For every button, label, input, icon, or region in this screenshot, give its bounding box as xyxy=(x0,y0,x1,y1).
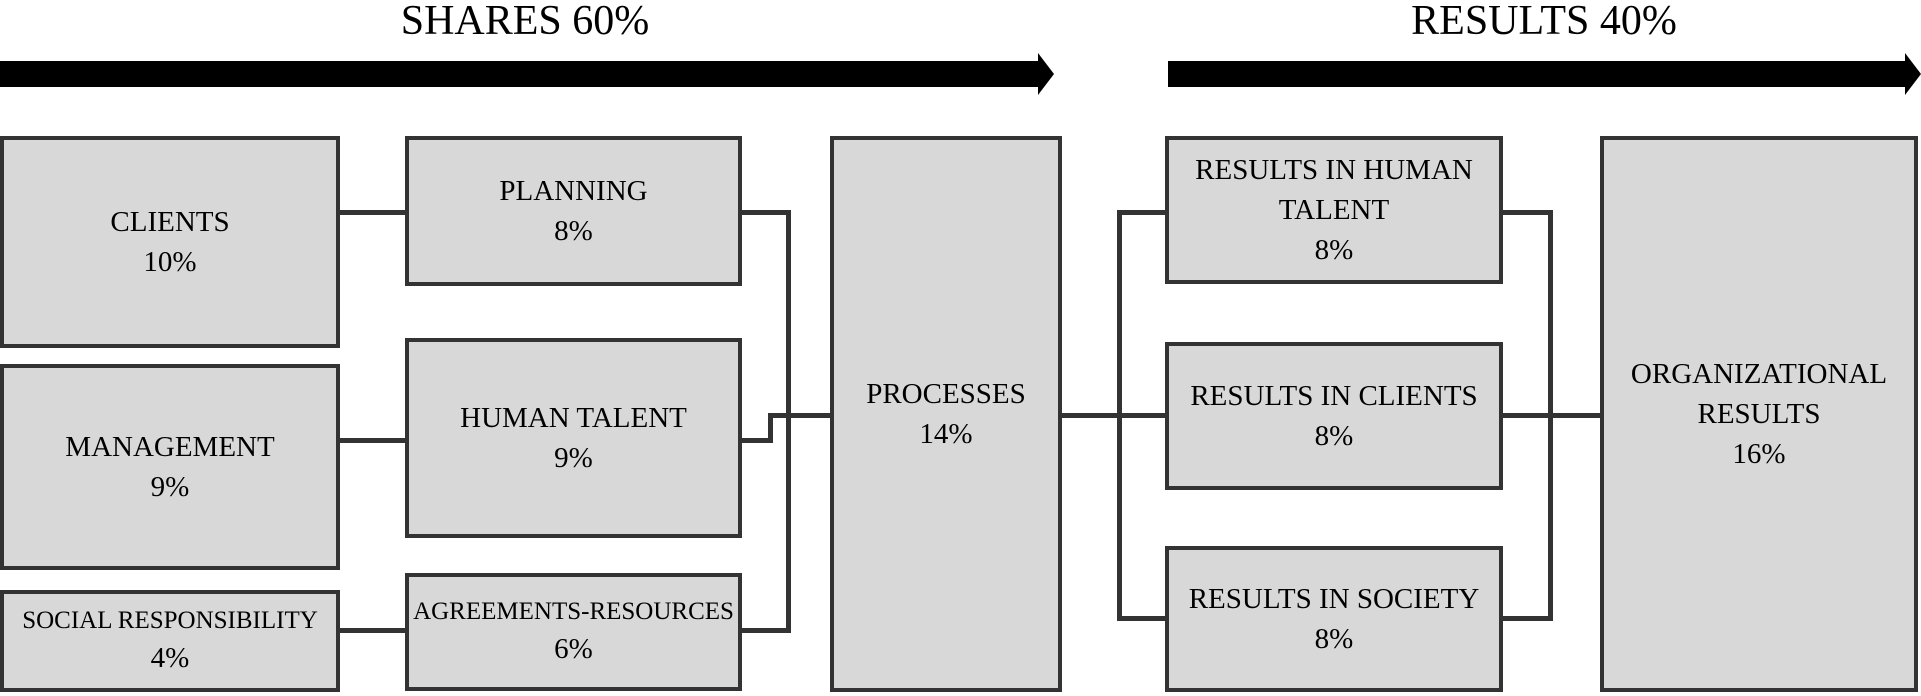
results-arrow-head-icon xyxy=(1905,53,1921,95)
connector-human-talent-step-vertical xyxy=(768,413,773,443)
connector-planning-to-bus xyxy=(740,210,791,215)
box-clients-label: CLIENTS xyxy=(110,205,230,238)
box-planning-percentage: 8% xyxy=(554,215,593,247)
connector-results-society-to-far-bus xyxy=(1499,616,1553,621)
results-section-title: RESULTS 40% xyxy=(1411,0,1677,44)
box-planning: PLANNING 8% xyxy=(405,136,742,286)
box-results-society-percentage: 8% xyxy=(1314,623,1354,655)
results-arrow xyxy=(1168,61,1905,87)
connector-bus-to-results-human-talent xyxy=(1117,210,1169,215)
connector-processes-to-results-clients xyxy=(1058,413,1169,418)
box-management-percentage: 9% xyxy=(150,471,190,503)
box-agreements-resources: AGREEMENTS-RESOURCES 6% xyxy=(405,573,742,691)
connector-results-human-talent-to-far-bus xyxy=(1499,210,1553,215)
box-results-clients-percentage: 8% xyxy=(1314,420,1354,452)
shares-section-title: SHARES 60% xyxy=(400,0,650,44)
box-agreements-resources-label: AGREEMENTS-RESOURCES xyxy=(413,597,734,625)
box-results-clients: RESULTS IN CLIENTS 8% xyxy=(1165,342,1503,490)
connector-management-human-talent xyxy=(335,438,410,443)
connector-human-talent-step xyxy=(740,438,773,443)
connector-social-agreements xyxy=(335,628,410,633)
box-human-talent-percentage: 9% xyxy=(554,442,593,474)
box-processes: PROCESSES 14% xyxy=(830,136,1062,692)
box-human-talent-label: HUMAN TALENT xyxy=(460,401,687,434)
shares-arrow xyxy=(0,61,1038,87)
box-results-human-talent: RESULTS IN HUMAN TALENT 8% xyxy=(1165,136,1503,284)
shares-arrow-head-icon xyxy=(1038,53,1054,95)
box-social-responsibility-percentage: 4% xyxy=(150,642,190,675)
box-results-human-talent-label: RESULTS IN HUMAN TALENT xyxy=(1195,153,1473,226)
connector-results-clients-to-organizational xyxy=(1499,413,1604,418)
connector-bus-to-processes xyxy=(768,413,834,418)
box-management-label: MANAGEMENT xyxy=(65,430,275,463)
box-results-society-label: RESULTS IN SOCIETY xyxy=(1188,582,1480,615)
connector-bus-to-results-society xyxy=(1117,616,1169,621)
connector-clients-planning xyxy=(335,210,410,215)
box-results-society: RESULTS IN SOCIETY 8% xyxy=(1165,546,1503,692)
box-social-responsibility-label: SOCIAL RESPONSIBILITY xyxy=(22,606,318,634)
connector-agreements-to-bus xyxy=(740,628,791,633)
box-results-clients-label: RESULTS IN CLIENTS xyxy=(1190,379,1478,412)
box-processes-label: PROCESSES xyxy=(866,377,1026,410)
box-results-human-talent-percentage: 8% xyxy=(1314,234,1354,266)
box-organizational-results-label: ORGANIZATIONAL RESULTS xyxy=(1630,357,1888,430)
box-clients-percentage: 10% xyxy=(143,246,197,278)
box-management: MANAGEMENT 9% xyxy=(0,364,340,570)
connector-left-vertical-bus xyxy=(786,210,791,633)
box-social-responsibility: SOCIAL RESPONSIBILITY 4% xyxy=(0,590,340,692)
box-organizational-results: ORGANIZATIONAL RESULTS 16% xyxy=(1600,136,1918,692)
box-organizational-results-percentage: 16% xyxy=(1732,438,1786,470)
box-planning-label: PLANNING xyxy=(499,174,648,207)
box-clients: CLIENTS 10% xyxy=(0,136,340,348)
box-human-talent: HUMAN TALENT 9% xyxy=(405,338,742,538)
box-agreements-resources-percentage: 6% xyxy=(554,633,593,666)
box-processes-percentage: 14% xyxy=(919,418,973,450)
connector-right-vertical-bus xyxy=(1117,210,1122,621)
